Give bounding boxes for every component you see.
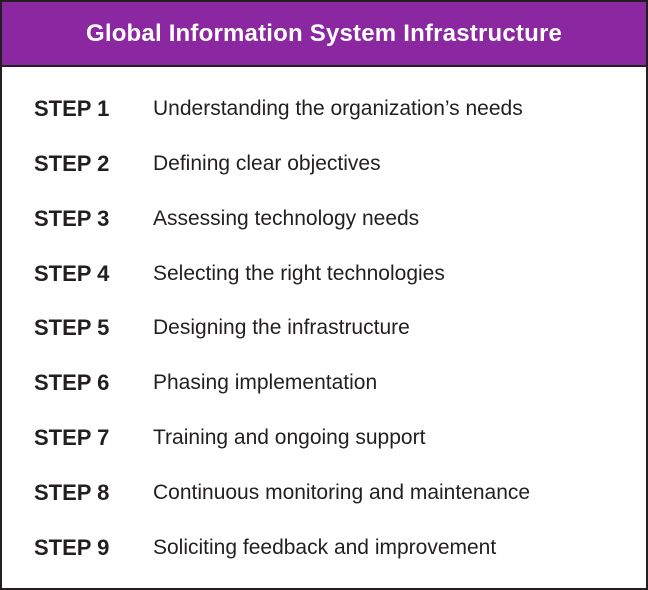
step-label: STEP 5 <box>34 315 110 340</box>
step-row-6: STEP 6 Phasing implementation <box>2 368 646 398</box>
step-description: Training and ongoing support <box>153 426 426 449</box>
step-description: Assessing technology needs <box>153 207 420 230</box>
step-description: Selecting the right technologies <box>153 262 445 285</box>
step-row-5: STEP 5 Designing the infrastructure <box>2 313 646 343</box>
step-description: Understanding the organization’s needs <box>153 97 523 120</box>
step-label: STEP 3 <box>34 206 110 231</box>
step-description: Soliciting feedback and improvement <box>153 536 497 559</box>
step-label: STEP 6 <box>34 370 110 395</box>
step-row-9: STEP 9 Soliciting feedback and improveme… <box>2 533 646 563</box>
step-row-4: STEP 4 Selecting the right technologies <box>2 259 646 289</box>
header-bar: Global Information System Infrastructure <box>2 2 646 67</box>
step-description: Defining clear objectives <box>153 152 381 175</box>
step-row-1: STEP 1 Understanding the organization’s … <box>2 94 646 124</box>
step-label: STEP 2 <box>34 151 110 176</box>
step-label: STEP 9 <box>34 535 110 560</box>
step-label: STEP 1 <box>34 96 110 121</box>
step-description: Phasing implementation <box>153 371 378 394</box>
step-label: STEP 4 <box>34 261 110 286</box>
step-label: STEP 8 <box>34 480 110 505</box>
step-description: Designing the infrastructure <box>153 316 410 339</box>
step-row-7: STEP 7 Training and ongoing support <box>2 423 646 453</box>
step-label: STEP 7 <box>34 425 110 450</box>
step-description: Continuous monitoring and maintenance <box>153 481 531 504</box>
diagram-title: Global Information System Infrastructure <box>85 19 563 47</box>
step-row-3: STEP 3 Assessing technology needs <box>2 204 646 234</box>
step-row-8: STEP 8 Continuous monitoring and mainten… <box>2 478 646 508</box>
step-row-2: STEP 2 Defining clear objectives <box>2 149 646 179</box>
